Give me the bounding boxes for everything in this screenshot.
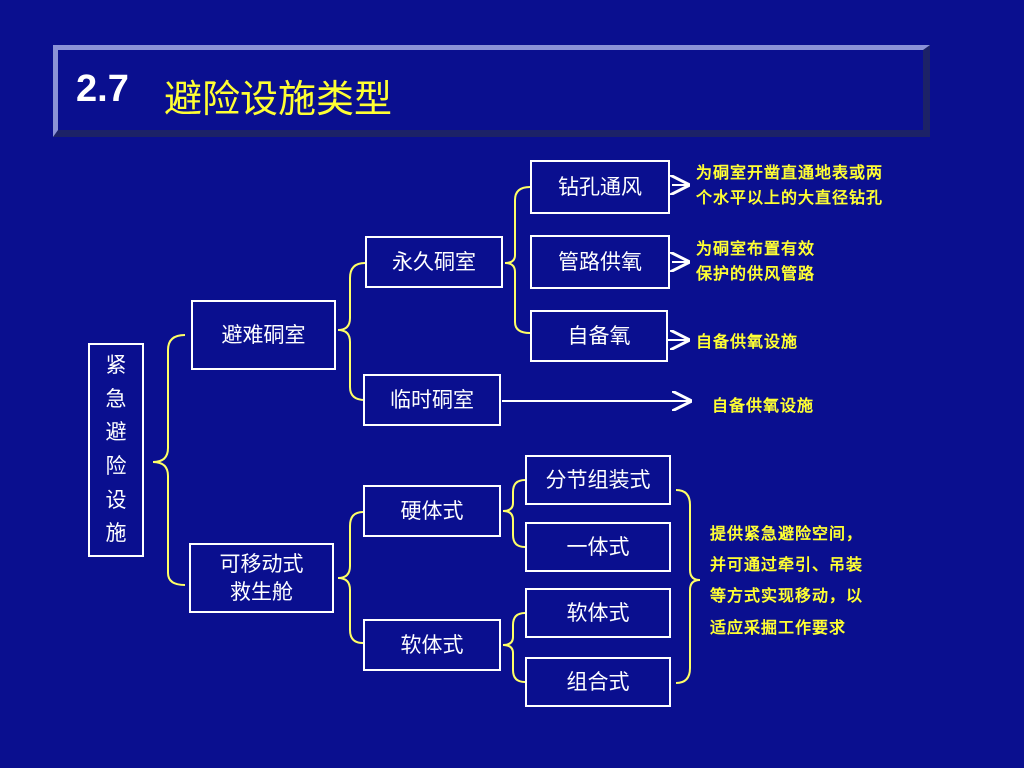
note-capsule: 提供紧急避险空间， 并可通过牵引、吊装 等方式实现移动，以 适应采掘工作要求 [710,518,863,643]
node-root: 紧急避险设施 [88,343,144,557]
bracket-mobile [337,511,364,644]
note-pipe-line-2: 保护的供风管路 [696,263,816,283]
node-mobile-capsule: 可移动式 救生舱 [189,543,334,613]
note-pipe: 为硐室布置有效 保护的供风管路 [696,237,815,287]
node-integrated: 一体式 [525,522,671,572]
node-permanent-chamber-label: 永久硐室 [392,249,476,274]
node-permanent-chamber: 永久硐室 [365,236,503,288]
note-drill-line-2: 个水平以上的大直径钻孔 [696,187,884,207]
node-rigid: 硬体式 [363,485,501,537]
note-capsule-line-3: 等方式实现移动，以 [710,586,864,606]
node-pipe-oxygen: 管路供氧 [530,235,670,289]
section-number: 2.7 [76,68,129,110]
node-root-label: 紧急避险设施 [105,353,127,546]
node-self-oxygen: 自备氧 [530,310,668,362]
note-pipe-line-1: 为硐室布置有效 [696,239,816,258]
node-segmented: 分节组装式 [525,455,671,505]
node-integrated-label: 一体式 [566,534,630,559]
note-capsule-line-4: 适应采掘工作要求 [710,617,847,637]
title-bar: 2.7 避险设施类型 [53,45,930,137]
node-drill-ventilation: 钻孔通风 [530,160,670,214]
bracket-capsule-note [675,489,701,684]
note-drill: 为硐室开凿直通地表或两 个水平以上的大直径钻孔 [696,161,883,211]
note-drill-line-1: 为硐室开凿直通地表或两 [696,163,884,182]
page-title: 避险设施类型 [164,77,393,121]
bracket-refuge [337,262,366,401]
bracket-root [152,334,186,586]
node-soft-type: 软体式 [525,588,671,638]
node-soft-type-label: 软体式 [566,600,630,625]
node-rigid-label: 硬体式 [400,498,464,523]
node-mobile-capsule-label-1: 可移动式 [219,551,304,576]
node-combined-label: 组合式 [566,669,630,694]
note-capsule-line-1: 提供紧急避险空间， [710,524,864,543]
node-drill-ventilation-label: 钻孔通风 [558,174,642,199]
node-soft-label: 软体式 [400,632,464,657]
node-refuge-chamber: 避难硐室 [191,300,336,370]
note-temporary-text: 自备供氧设施 [712,396,815,415]
node-combined: 组合式 [525,657,671,707]
node-refuge-chamber-label: 避难硐室 [221,322,306,347]
bracket-rigid [502,479,526,548]
node-self-oxygen-label: 自备氧 [567,323,631,348]
node-temporary-chamber-label: 临时硐室 [390,387,474,412]
node-mobile-capsule-label-2: 救生舱 [230,580,293,604]
node-soft: 软体式 [363,619,501,671]
node-pipe-oxygen-label: 管路供氧 [558,249,642,274]
bracket-soft [502,612,526,683]
note-self-oxygen: 自备供氧设施 [696,330,798,355]
node-segmented-label: 分节组装式 [545,467,651,492]
note-capsule-line-2: 并可通过牵引、吊装 [710,555,864,575]
node-temporary-chamber: 临时硐室 [363,374,501,426]
note-temporary: 自备供氧设施 [712,394,814,419]
note-self-oxygen-text: 自备供氧设施 [696,332,799,351]
bracket-permanent [504,186,531,334]
